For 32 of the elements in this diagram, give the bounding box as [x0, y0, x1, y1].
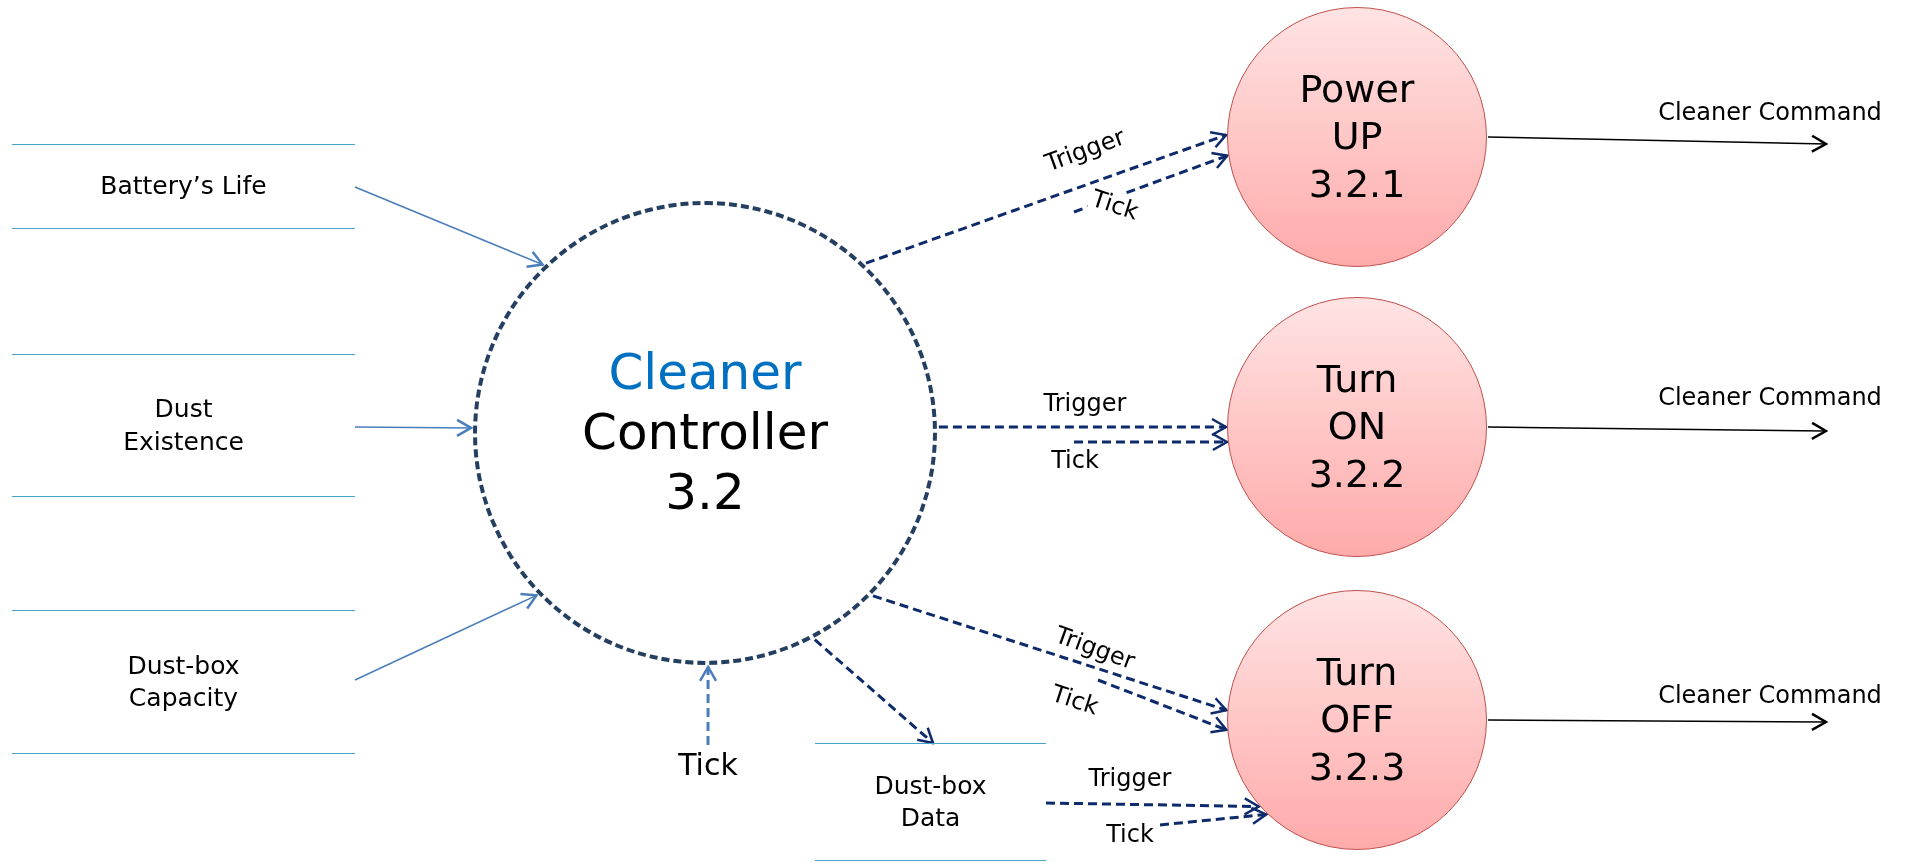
arrow [872, 594, 1228, 715]
tick-label: Tick [672, 745, 744, 783]
edge-label: Trigger [1086, 764, 1174, 792]
process-circle [473, 201, 937, 665]
arrow [813, 638, 935, 745]
arrow [1159, 806, 1268, 827]
arrow [698, 665, 718, 745]
arrow [1097, 678, 1228, 734]
data-store [12, 144, 355, 229]
process-label: Turn OFF 3.2.3 [1307, 648, 1407, 791]
data-store [12, 610, 355, 754]
edge-label: Trigger [1041, 389, 1129, 417]
data-store [815, 743, 1046, 861]
store-label: Battery’s Life [99, 170, 268, 203]
process-label: Turn ON 3.2.2 [1307, 355, 1407, 498]
arrow [354, 186, 544, 268]
process-label: Controller 3.2 [581, 401, 829, 522]
store-label: Dust Existence [122, 393, 245, 458]
arrow [1487, 712, 1828, 732]
arrow [1487, 421, 1828, 441]
arrow [1074, 432, 1229, 452]
arrow [1045, 797, 1260, 816]
arrow [354, 592, 538, 681]
process-label: Power UP 3.2.1 [1298, 65, 1416, 208]
arrow [1487, 134, 1828, 153]
store-label: Dust-box Capacity [126, 649, 241, 714]
store-label: Dust-box Data [873, 769, 988, 834]
process-title: Cleaner [608, 344, 802, 402]
arrow [354, 418, 473, 438]
arrow [865, 130, 1228, 265]
data-store [12, 354, 355, 497]
arrow [938, 417, 1228, 437]
